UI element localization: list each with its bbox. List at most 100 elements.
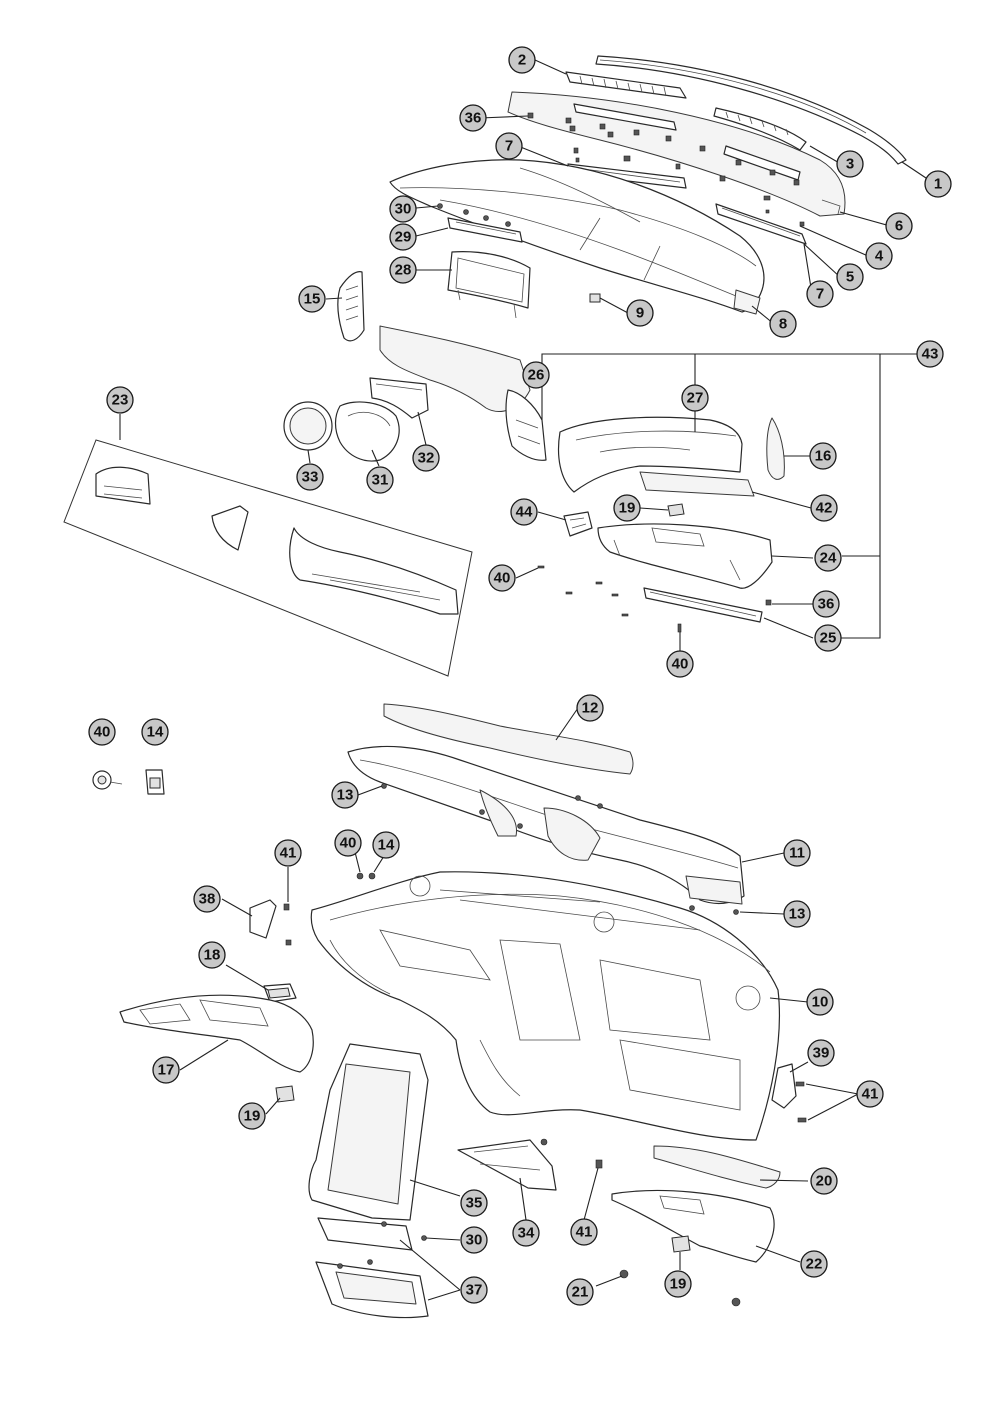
part-19-clip-left bbox=[275, 1085, 295, 1103]
callout-34-label: 34 bbox=[518, 1225, 535, 1242]
part-42-insulation-pad bbox=[639, 471, 755, 497]
callout-41a: 41 bbox=[274, 839, 302, 867]
callout-4-label: 4 bbox=[875, 248, 884, 265]
callout-39-label: 39 bbox=[813, 1045, 830, 1062]
part-9-small-block bbox=[589, 293, 601, 303]
callout-8: 8 bbox=[769, 310, 797, 338]
callout-29-label: 29 bbox=[395, 229, 412, 246]
callout-40c-label: 40 bbox=[94, 724, 111, 741]
callout-32: 32 bbox=[412, 444, 440, 472]
callout-14b: 14 bbox=[372, 831, 400, 859]
callout-2-label: 2 bbox=[518, 52, 526, 69]
part-40-screw-detail bbox=[92, 770, 123, 790]
callout-26-label: 26 bbox=[528, 367, 545, 384]
part-37-lower-bin bbox=[315, 1259, 429, 1319]
callout-12: 12 bbox=[576, 694, 604, 722]
callout-4: 4 bbox=[865, 242, 893, 270]
part-4-5-small-clips bbox=[573, 147, 805, 227]
callout-23-label: 23 bbox=[112, 392, 129, 409]
part-33-column-ring bbox=[283, 401, 333, 451]
callout-19b-label: 19 bbox=[244, 1108, 261, 1125]
part-27-upper-glove-panel bbox=[557, 416, 743, 493]
callout-5-label: 5 bbox=[846, 269, 854, 286]
callout-36b: 36 bbox=[812, 590, 840, 618]
part-lower-trim-sheet bbox=[379, 325, 531, 412]
callout-18: 18 bbox=[198, 941, 226, 969]
callout-13b-label: 13 bbox=[789, 906, 806, 923]
part-8-dash-top-pad bbox=[389, 159, 765, 315]
callout-36a-label: 36 bbox=[465, 110, 482, 127]
callout-40a: 40 bbox=[488, 564, 516, 592]
part-17-knee-bolster bbox=[119, 994, 314, 1073]
callout-19b: 19 bbox=[238, 1102, 266, 1130]
callout-18-label: 18 bbox=[204, 947, 221, 964]
callout-40d-label: 40 bbox=[340, 835, 357, 852]
callout-7b: 7 bbox=[806, 280, 834, 308]
callout-24: 24 bbox=[814, 544, 842, 572]
callout-28-label: 28 bbox=[395, 262, 412, 279]
part-36-clips-upper bbox=[527, 112, 800, 186]
callout-8-label: 8 bbox=[779, 316, 787, 333]
callout-43: 43 bbox=[916, 340, 944, 368]
part-14-clip-nut-detail bbox=[145, 769, 165, 795]
callout-30b: 30 bbox=[460, 1226, 488, 1254]
callout-25: 25 bbox=[814, 624, 842, 652]
callout-10-label: 10 bbox=[812, 994, 829, 1011]
callout-44-label: 44 bbox=[516, 504, 533, 521]
callout-14a: 14 bbox=[141, 718, 169, 746]
callout-13a: 13 bbox=[331, 781, 359, 809]
callout-6-label: 6 bbox=[895, 218, 903, 235]
callout-20-label: 20 bbox=[816, 1173, 833, 1190]
part-26-center-bracket bbox=[505, 389, 547, 461]
callout-19a-label: 19 bbox=[619, 500, 636, 517]
callout-40b-label: 40 bbox=[672, 656, 689, 673]
part-35-center-frame bbox=[308, 1043, 429, 1221]
callout-30b-label: 30 bbox=[466, 1232, 483, 1249]
callout-35: 35 bbox=[460, 1189, 488, 1217]
callout-40b: 40 bbox=[666, 650, 694, 678]
callout-36b-label: 36 bbox=[818, 596, 835, 613]
part-30-lower-trim bbox=[317, 1217, 427, 1251]
part-39-bracket bbox=[771, 1063, 797, 1109]
part-19-clip-upper bbox=[667, 503, 685, 517]
part-24-glovebox-frame bbox=[597, 523, 773, 589]
callout-38-label: 38 bbox=[199, 891, 216, 908]
callout-20: 20 bbox=[810, 1167, 838, 1195]
callout-41c-label: 41 bbox=[576, 1224, 593, 1241]
part-21-clip-b bbox=[731, 1297, 741, 1307]
part-7-trim-strip-right bbox=[715, 203, 807, 245]
callout-7a-label: 7 bbox=[505, 138, 513, 155]
callout-32-label: 32 bbox=[418, 450, 435, 467]
callout-11-label: 11 bbox=[789, 845, 805, 862]
callout-26: 26 bbox=[522, 361, 550, 389]
part-28-cluster-bezel bbox=[447, 251, 531, 319]
callout-9: 9 bbox=[626, 299, 654, 327]
part-15-side-vent bbox=[337, 271, 365, 342]
callout-1-label: 1 bbox=[934, 176, 942, 193]
part-41-bolt-right-b bbox=[797, 1117, 807, 1123]
callout-1: 1 bbox=[924, 170, 952, 198]
callout-13b: 13 bbox=[783, 900, 811, 928]
callout-37: 37 bbox=[460, 1276, 488, 1304]
callout-5: 5 bbox=[836, 263, 864, 291]
callout-21: 21 bbox=[566, 1278, 594, 1306]
callout-3-label: 3 bbox=[846, 156, 854, 173]
callout-42: 42 bbox=[810, 494, 838, 522]
part-1-windshield-seal bbox=[595, 55, 907, 165]
callout-19c-label: 19 bbox=[670, 1276, 687, 1293]
callout-44: 44 bbox=[510, 498, 538, 526]
callout-17: 17 bbox=[152, 1056, 180, 1084]
callout-40d: 40 bbox=[334, 829, 362, 857]
part-23-lower-trim-group bbox=[63, 439, 473, 677]
part-36-clip-lower bbox=[765, 599, 772, 606]
part-41-bolt-a bbox=[283, 903, 290, 911]
part-31-column-shroud bbox=[334, 401, 400, 462]
callout-41b: 41 bbox=[856, 1080, 884, 1108]
callout-3: 3 bbox=[836, 150, 864, 178]
callout-7b-label: 7 bbox=[816, 286, 824, 303]
part-6-upper-dash-cover bbox=[507, 91, 846, 217]
callout-33: 33 bbox=[296, 463, 324, 491]
callout-2: 2 bbox=[508, 46, 536, 74]
